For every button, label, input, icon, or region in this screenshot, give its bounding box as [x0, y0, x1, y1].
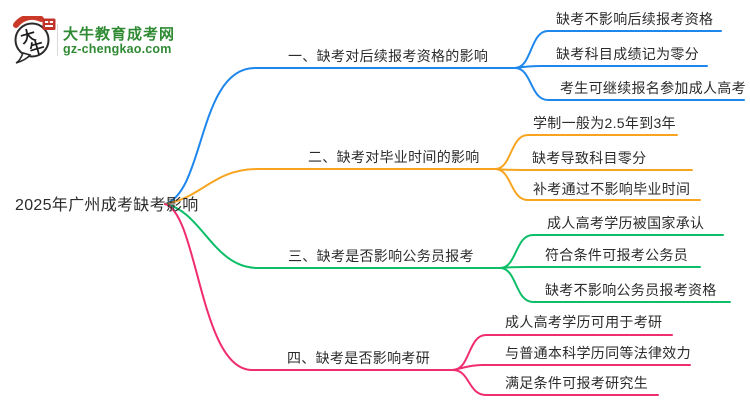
branch-2-leaf-3-line — [494, 168, 701, 201]
branch-3-leaf-3: 缺考不影响公务员报考资格 — [545, 282, 717, 298]
logo-seal-mark-2 — [49, 21, 53, 23]
branch-1-leaf-3-line — [514, 67, 745, 101]
branch-1-leaf-2-line — [514, 65, 708, 69]
branch-2-leaf-2-line — [494, 168, 693, 171]
branch-3-label: 三、缺考是否影响公务员报考 — [288, 248, 474, 264]
branch-2-trunk-line — [164, 168, 496, 205]
branch-4-trunk-line — [164, 203, 454, 371]
branch-4-leaf-2: 与普通本科学历同等法律效力 — [505, 345, 691, 361]
branch-4-label: 四、缺考是否影响考研 — [287, 350, 430, 366]
branch-2-leaf-2: 缺考导致科目零分 — [532, 150, 647, 166]
branch-3-trunk-line — [164, 203, 501, 269]
logo-divider — [57, 24, 58, 56]
daniu-speech-bubble-icon: 大 牛 — [13, 16, 56, 64]
branch-4-leaf-1: 成人高考学历可用于考研 — [505, 314, 663, 330]
logo-bubble — [14, 22, 50, 58]
logo-bubble-tail — [15, 52, 32, 64]
logo-char-niu: 牛 — [27, 38, 46, 59]
branch-4-leaf-2-line — [452, 364, 691, 371]
branch-2-leaf-1-line — [494, 134, 678, 170]
branch-3-leaf-1: 成人高考学历被国家承认 — [547, 215, 705, 231]
branch-2-leaf-3: 补考通过不影响毕业时间 — [533, 181, 691, 197]
central-topic: 2025年广州成考缺考影响 — [15, 197, 199, 214]
logo-seal-mark-1 — [45, 21, 49, 23]
branch-1-label: 一、缺考对后续报考资格的影响 — [288, 48, 489, 64]
branch-1-leaf-2: 缺考科目成绩记为零分 — [556, 46, 699, 62]
branch-3-leaf-2-line — [499, 266, 701, 269]
site-logo: 大 牛 大牛教育成考网 gz-chengkao.com — [0, 0, 230, 70]
branch-3-leaf-3-line — [499, 267, 731, 303]
logo-red-seal — [42, 18, 56, 30]
logo-char-da: 大 — [18, 26, 37, 47]
logo-site-url: gz-chengkao.com — [63, 42, 172, 56]
branch-1-leaf-3: 考生可继续报名参加成人高考 — [560, 80, 746, 96]
logo-seal-mark-3 — [45, 25, 53, 27]
branch-2-label: 二、缺考对毕业时间的影响 — [308, 149, 480, 165]
branch-4-leaf-3: 满足条件可报考研究生 — [505, 375, 648, 391]
branch-1-trunk-line — [164, 67, 516, 205]
branch-4-leaf-3-line — [452, 369, 659, 396]
branch-2-leaf-1: 学制一般为2.5年到3年 — [533, 115, 676, 131]
logo-red-arc — [13, 16, 44, 28]
branch-3-leaf-2: 符合条件可报考公务员 — [545, 247, 688, 263]
logo-site-name: 大牛教育成考网 — [63, 26, 176, 43]
branch-1-leaf-1: 缺考不影响后续报考资格 — [556, 11, 714, 27]
